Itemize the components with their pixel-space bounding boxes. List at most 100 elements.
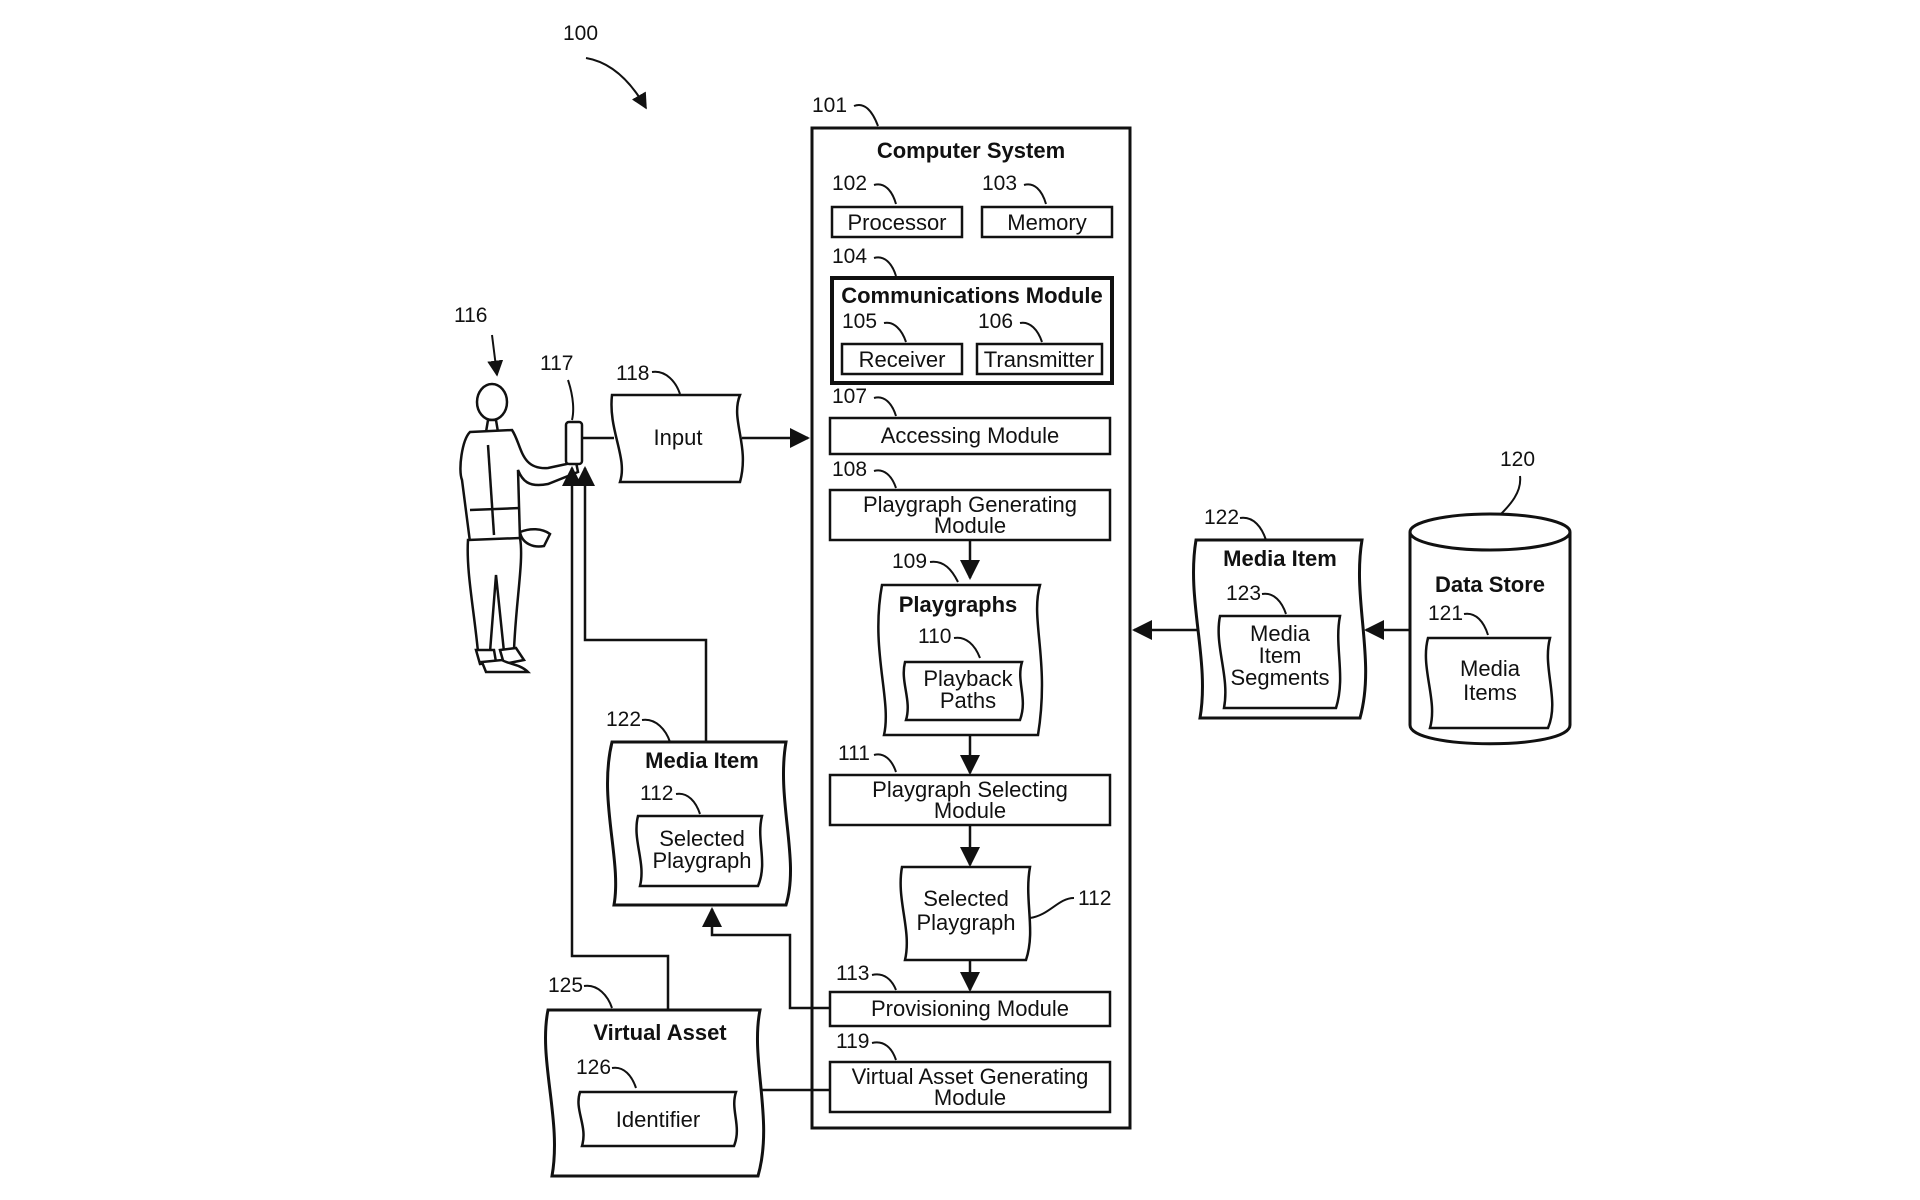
playgraph-selecting-box <box>828 773 1112 827</box>
playgraph-generating-ref: 108 <box>832 458 867 481</box>
playgraph-selecting-line2: Module <box>934 798 1006 823</box>
memory-label: Memory <box>1007 210 1086 235</box>
processor-ref: 102 <box>832 172 867 195</box>
input-ref: 118 <box>616 362 649 385</box>
playback-paths-ref: 110 <box>918 625 951 648</box>
input-label: Input <box>654 425 703 450</box>
virtual-asset-leader <box>583 984 613 1009</box>
processor-label: Processor <box>847 210 946 235</box>
selected-playgraph-line1: Selected <box>923 886 1009 911</box>
virtual-asset-title: Virtual Asset <box>593 1020 727 1045</box>
selected-playgraph-line2: Playgraph <box>916 910 1015 935</box>
media-item-left-selected-line2: Playgraph <box>652 848 751 873</box>
playgraphs-ref: 109 <box>892 550 927 573</box>
media-items-document <box>1424 636 1554 730</box>
virtual-asset-generating-line2: Module <box>934 1085 1006 1110</box>
media-items-line2: Items <box>1463 680 1517 705</box>
media-items-ref: 121 <box>1428 602 1463 625</box>
provisioning-leader <box>871 973 897 991</box>
arrow-provisioning-to-media-item <box>702 907 830 1010</box>
receiver-leader <box>883 321 907 343</box>
media-item-left-ref: 122 <box>606 708 641 731</box>
data-store-top <box>1408 512 1572 552</box>
selected-playgraph-leader <box>1029 897 1075 919</box>
receiver-label: Receiver <box>859 347 946 372</box>
virtual-asset-generating-ref: 119 <box>836 1030 869 1053</box>
processor-leader <box>873 183 897 205</box>
computer-system-ref: 101 <box>812 94 847 117</box>
virtual-asset-generating-box <box>828 1060 1112 1114</box>
communications-leader <box>873 256 897 277</box>
computer-system-title: Computer System <box>877 138 1065 163</box>
playback-paths-document <box>902 660 1025 722</box>
media-items-line1: Media <box>1460 656 1521 681</box>
virtual-asset-ref: 125 <box>548 974 583 997</box>
communications-title: Communications Module <box>841 283 1103 308</box>
transmitter-label: Transmitter <box>984 347 1094 372</box>
figure-ref: 100 <box>563 22 598 45</box>
transmitter-leader <box>1019 321 1043 343</box>
user-figure <box>459 382 580 674</box>
data-store-ref: 120 <box>1500 448 1535 471</box>
processor-box <box>830 205 964 239</box>
accessing-module-box <box>828 416 1112 456</box>
media-item-left-title: Media Item <box>645 748 759 773</box>
media-item-segments-leader <box>1261 592 1287 615</box>
playgraphs-leader <box>929 560 959 583</box>
playgraph-generating-line1: Playgraph Generating <box>863 492 1077 517</box>
playgraphs-title: Playgraphs <box>899 592 1018 617</box>
media-item-segments-line2: Item <box>1259 643 1302 668</box>
memory-leader <box>1023 183 1047 205</box>
identifier-document <box>577 1090 739 1148</box>
playgraph-generating-leader <box>873 469 897 489</box>
identifier-ref: 126 <box>576 1056 611 1079</box>
media-item-segments-line3: Segments <box>1230 665 1329 690</box>
data-store-title: Data Store <box>1435 572 1545 597</box>
playgraph-generating-box <box>828 488 1112 542</box>
communications-ref: 104 <box>832 245 867 268</box>
media-item-segments-document <box>1217 614 1342 710</box>
device-leader <box>567 379 575 421</box>
media-item-right-title: Media Item <box>1223 546 1337 571</box>
provisioning-ref: 113 <box>836 962 869 985</box>
device-ref: 117 <box>540 352 573 375</box>
accessing-label: Accessing Module <box>881 423 1060 448</box>
selected-playgraph-ref: 112 <box>1078 887 1111 910</box>
media-items-leader <box>1463 612 1489 636</box>
playgraph-selecting-leader <box>873 753 897 773</box>
receiver-ref: 105 <box>842 310 877 333</box>
transmitter-box <box>975 342 1104 376</box>
input-document <box>610 393 745 484</box>
media-item-left-leader <box>641 718 671 743</box>
accessing-leader <box>873 396 897 417</box>
arrow-media-item-to-device <box>575 466 708 742</box>
media-item-left-selected-line1: Selected <box>659 826 745 851</box>
identifier-leader <box>611 1066 637 1089</box>
memory-ref: 103 <box>982 172 1017 195</box>
media-item-left-selected-leader <box>675 792 701 815</box>
memory-box <box>980 205 1114 239</box>
playgraph-selecting-line1: Playgraph Selecting <box>872 777 1068 802</box>
playback-paths-line1: Playback <box>923 666 1013 691</box>
media-item-left-selected-ref: 112 <box>640 782 673 805</box>
accessing-ref: 107 <box>832 385 867 408</box>
playback-paths-line2: Paths <box>940 688 996 713</box>
media-item-segments-line1: Media <box>1250 621 1311 646</box>
media-item-right-ref: 122 <box>1204 506 1239 529</box>
virtual-asset-generating-line1: Virtual Asset Generating <box>852 1064 1089 1089</box>
input-leader <box>651 370 681 395</box>
device-box <box>564 420 584 466</box>
transmitter-ref: 106 <box>978 310 1013 333</box>
user-ref-arrow <box>487 334 504 377</box>
provisioning-label: Provisioning Module <box>871 996 1069 1021</box>
computer-system-leader <box>853 104 879 127</box>
identifier-label: Identifier <box>616 1107 700 1132</box>
arrow-virtual-asset-to-device <box>562 466 670 1010</box>
media-item-right-leader <box>1239 516 1267 541</box>
playgraph-selecting-ref: 111 <box>838 742 870 765</box>
playgraph-generating-line2: Module <box>934 513 1006 538</box>
virtual-asset-generating-leader <box>871 1041 897 1061</box>
media-item-segments-ref: 123 <box>1226 582 1261 605</box>
media-item-left-selected-document <box>635 814 764 888</box>
